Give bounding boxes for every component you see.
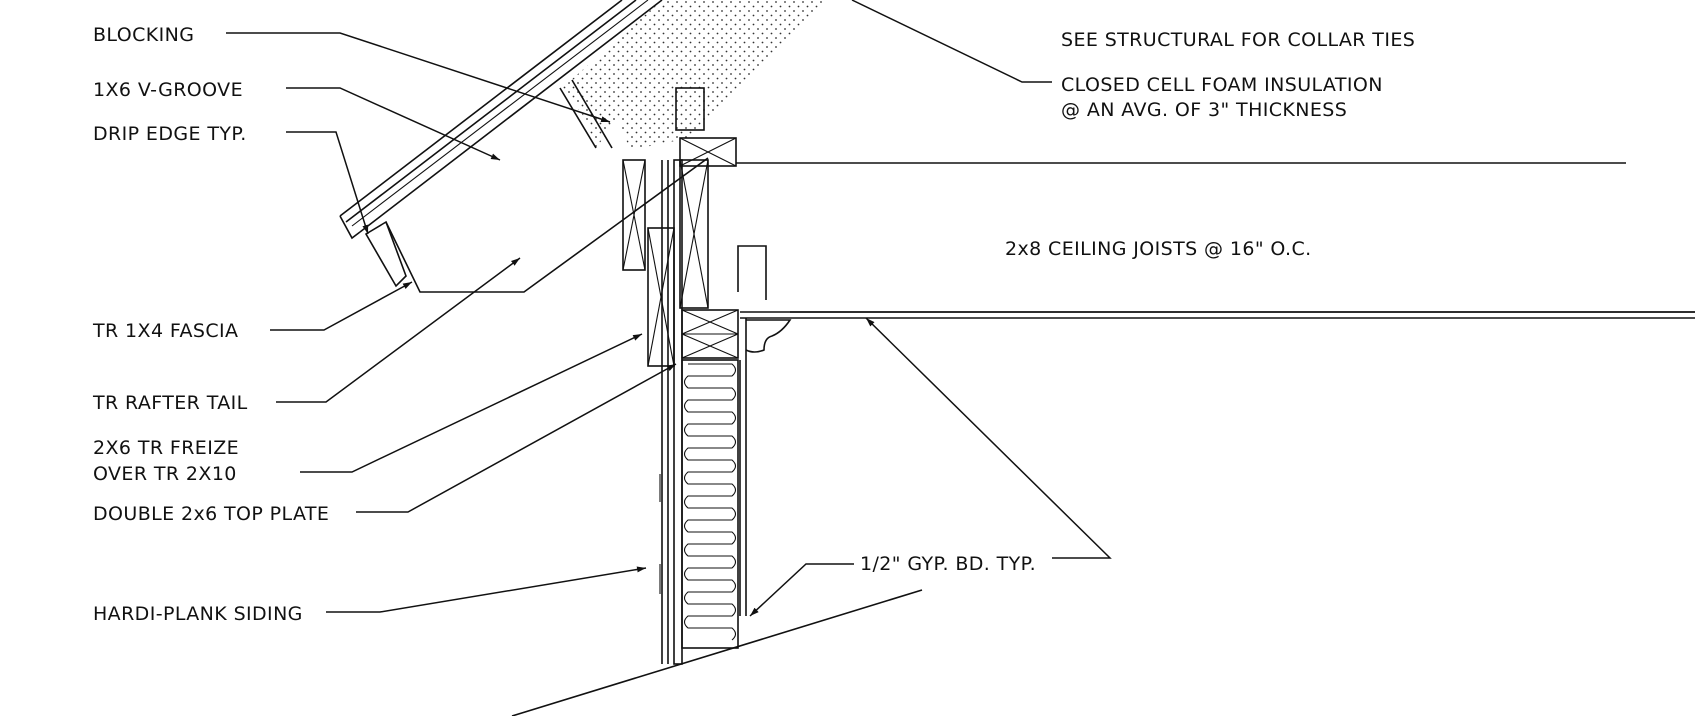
- label-siding: HARDI-PLANK SIDING: [93, 603, 303, 625]
- callout-leaders: [226, 0, 1112, 617]
- label-gyp-board: 1/2" GYP. BD. TYP.: [860, 553, 1036, 575]
- label-ceiling-joists: 2x8 CEILING JOISTS @ 16" O.C.: [1005, 238, 1312, 260]
- label-drip-edge: DRIP EDGE TYP.: [93, 123, 247, 145]
- wall-assembly: [622, 137, 747, 665]
- crown-molding: [745, 319, 792, 353]
- fascia-board: [364, 220, 407, 288]
- roof-assembly: [339, 0, 830, 293]
- rafter-tail: [385, 157, 709, 293]
- label-foam-line2: @ AN AVG. OF 3" THICKNESS: [1061, 99, 1347, 121]
- label-rafter-tail: TR RAFTER TAIL: [92, 392, 248, 414]
- spray-foam-insulation: [562, 0, 830, 150]
- drip-edge: [339, 215, 361, 240]
- label-collar-ties: SEE STRUCTURAL FOR COLLAR TIES: [1061, 29, 1415, 51]
- callout-labels: BLOCKING 1X6 V-GROOVE DRIP EDGE TYP. TR …: [92, 24, 1415, 625]
- grade-line: [511, 589, 923, 716]
- label-freize-line2: OVER TR 2X10: [93, 463, 237, 485]
- batt-coil: [683, 363, 737, 641]
- label-top-plate: DOUBLE 2x6 TOP PLATE: [93, 503, 329, 525]
- freize-board: [622, 159, 646, 271]
- batt-insulation: [681, 359, 739, 649]
- label-foam-line1: CLOSED CELL FOAM INSULATION: [1061, 74, 1383, 96]
- label-blocking: BLOCKING: [93, 24, 194, 46]
- blocking: [675, 87, 705, 131]
- label-freize-line1: 2X6 TR FREIZE: [93, 437, 239, 459]
- ceiling-assembly: [736, 162, 1695, 353]
- label-fascia: TR 1X4 FASCIA: [92, 320, 238, 342]
- label-v-groove: 1X6 V-GROOVE: [93, 79, 243, 101]
